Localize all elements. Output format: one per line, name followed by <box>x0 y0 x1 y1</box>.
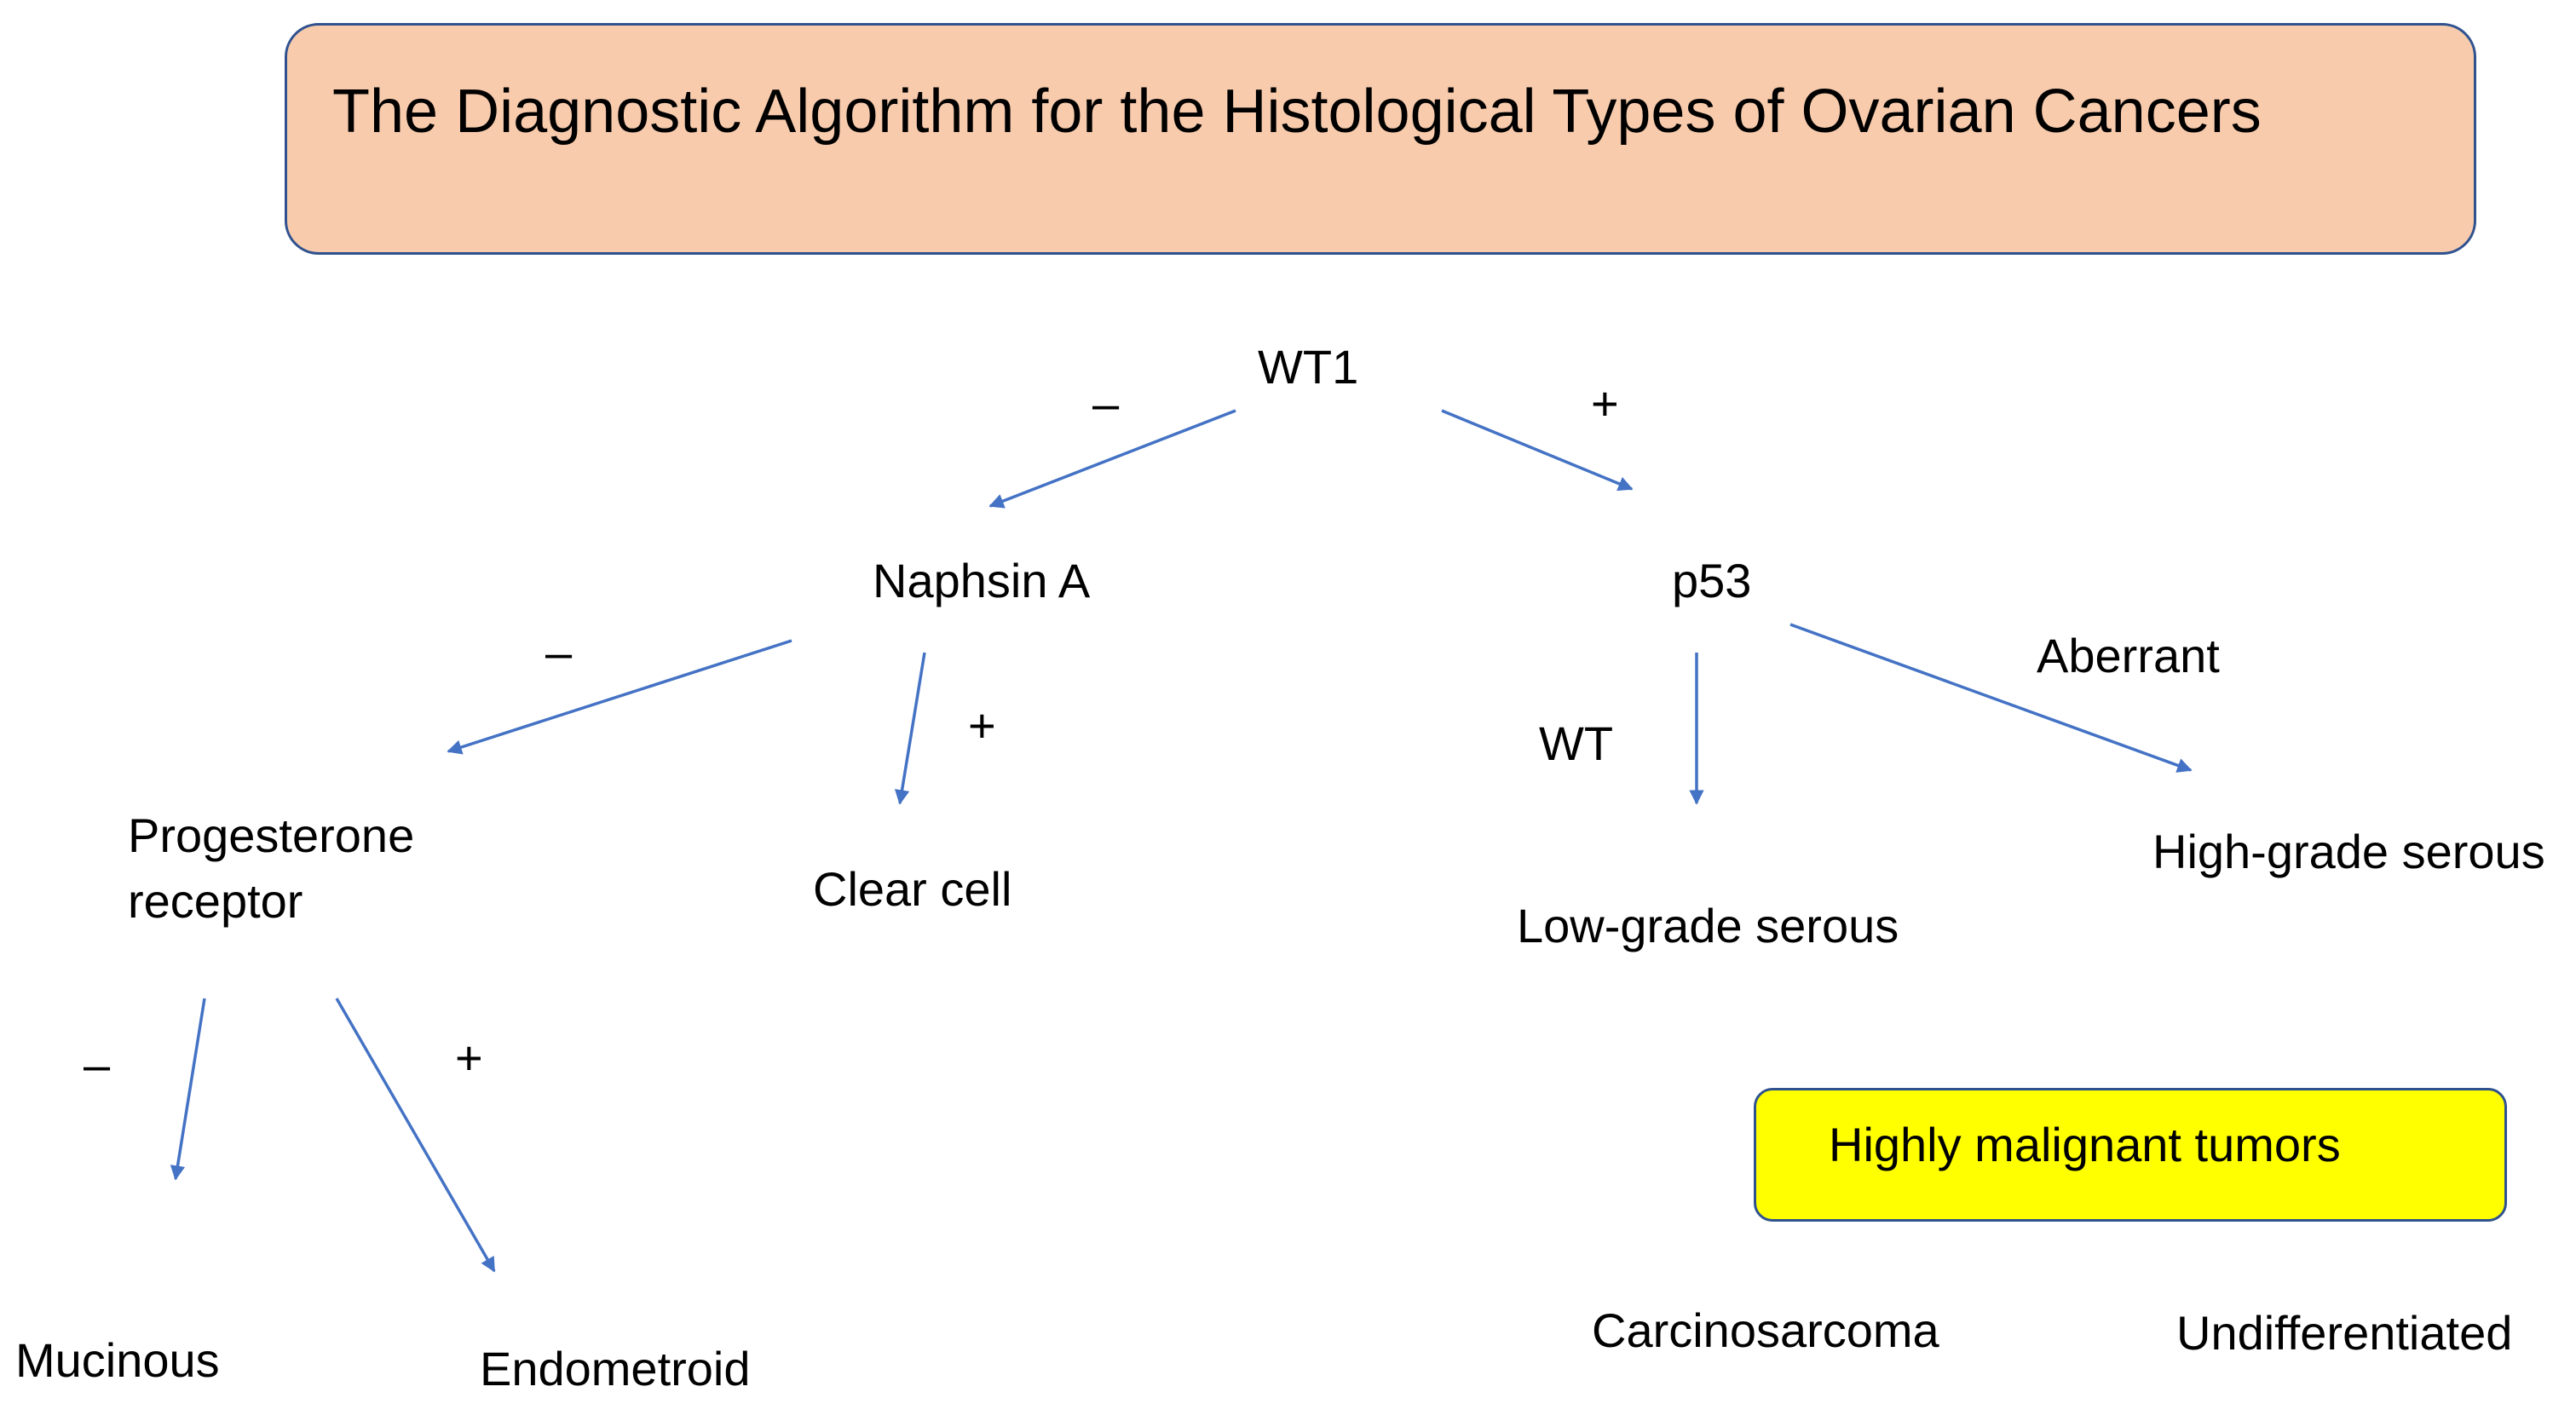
edge-label-napsin-positive: + <box>968 699 996 752</box>
node-progesterone-receptor: Progesterone receptor <box>128 803 414 935</box>
edge-label-pr-positive: + <box>455 1031 483 1084</box>
edge-label-p53-aberrant: Aberrant <box>2037 629 2220 682</box>
edge-label-p53-wt: WT <box>1539 716 1614 770</box>
tumor-carcinosarcoma: Carcinosarcoma <box>1592 1303 1939 1357</box>
arrow-progesterone-to-endometroid <box>335 998 496 1273</box>
tumor-undifferentiated: Undifferentiated <box>2176 1306 2513 1360</box>
edge-label-pr-negative: – <box>84 1038 111 1091</box>
title-box <box>285 23 2476 255</box>
diagram-title: The Diagnostic Algorithm for the Histolo… <box>332 78 2262 146</box>
arrow-p53-to-high-grade <box>1789 623 2193 773</box>
node-mucinous: Mucinous <box>15 1333 220 1387</box>
edge-label-wt1-positive: + <box>1591 377 1619 430</box>
highly-malignant-box <box>1754 1088 2507 1222</box>
arrow-progesterone-to-mucinous <box>170 998 206 1181</box>
node-low-grade-serous: Low-grade serous <box>1517 899 1899 952</box>
arrow-wt1-to-napsin <box>988 409 1236 509</box>
edge-label-wt1-negative: – <box>1092 377 1120 430</box>
node-endometroid: Endometroid <box>480 1342 751 1395</box>
node-napsin-a: Naphsin A <box>873 554 1091 607</box>
node-wt1: WT1 <box>1258 340 1359 394</box>
node-high-grade-serous: High-grade serous <box>2152 825 2545 878</box>
node-p53: p53 <box>1672 554 1752 607</box>
highly-malignant-heading: Highly malignant tumors <box>1829 1118 2341 1171</box>
node-clear-cell: Clear cell <box>813 862 1012 916</box>
node-progesterone-receptor-line1: Progesterone <box>128 808 415 862</box>
arrow-wt1-to-p53 <box>1441 409 1634 492</box>
arrow-napsin-to-progesterone <box>447 639 792 755</box>
arrow-napsin-to-clear-cell <box>894 652 926 805</box>
node-progesterone-receptor-line2: receptor <box>128 874 303 929</box>
edge-label-napsin-negative: – <box>545 625 573 679</box>
